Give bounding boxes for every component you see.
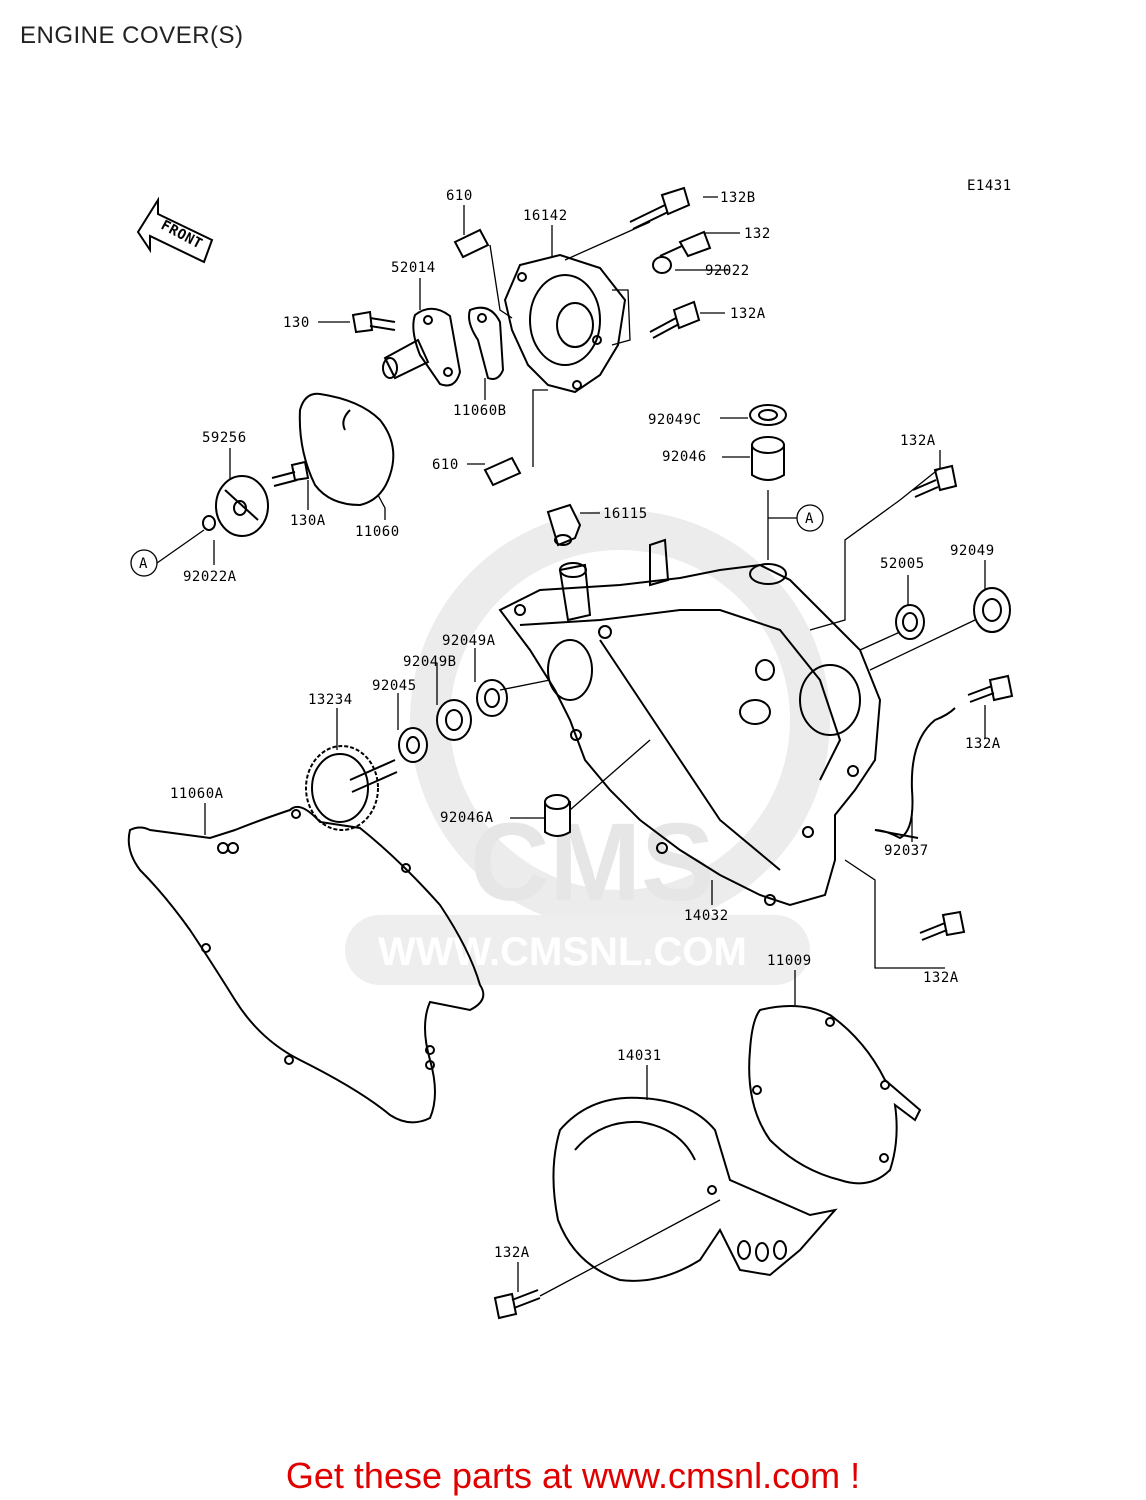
label-92049c: 92049C [648, 412, 702, 428]
collar-92046a [544, 794, 571, 837]
oil-seal-92049 [973, 587, 1011, 633]
label-52005: 52005 [880, 556, 925, 572]
label-92049a: 92049A [442, 633, 496, 649]
label-13234: 13234 [308, 692, 353, 708]
pipe-52014 [382, 307, 462, 387]
bolt-132a-bottom [493, 1289, 541, 1320]
leader-lines [156, 196, 986, 1297]
cap-16115 [546, 503, 582, 547]
label-132a-top: 132A [730, 306, 766, 322]
label-132a-low: 132A [923, 970, 959, 986]
label-16115: 16115 [603, 506, 648, 522]
diagram-code: E1431 [967, 178, 1012, 194]
gasket-11060 [298, 392, 395, 507]
label-11060a: 11060A [170, 786, 224, 802]
svg-text:A: A [139, 556, 148, 572]
watermark-brand: CMS [470, 801, 714, 924]
label-92037: 92037 [884, 843, 929, 859]
oil-seal-92049a [476, 679, 508, 717]
bearing-92049b [436, 699, 472, 741]
bolt-132a-mid [967, 674, 1014, 703]
bearing-52005 [895, 604, 925, 640]
label-11060b: 11060B [453, 403, 507, 419]
label-59256: 59256 [202, 430, 247, 446]
label-610: 610 [446, 188, 473, 204]
oil-seal-92049c [749, 404, 787, 426]
label-92049b: 92049B [403, 654, 457, 670]
collar-92046 [751, 436, 785, 481]
label-132: 132 [744, 226, 771, 242]
bolt-132a-low [919, 910, 966, 941]
callout-a-left: A [130, 549, 158, 577]
bolt-132a-top [649, 300, 701, 339]
watermark: CMS WWW.CMSNL.COM [345, 510, 830, 985]
part-labels: 610 16142 132B 132 92022 52014 130 132A … [170, 188, 1001, 1261]
pump-cover-16142 [503, 253, 627, 394]
label-132a-right: 132A [900, 433, 936, 449]
label-92022: 92022 [705, 263, 750, 279]
gasket-11060a [127, 806, 485, 1124]
label-132a-mid: 132A [965, 736, 1001, 752]
label-16142: 16142 [523, 208, 568, 224]
bolt-132b [629, 186, 691, 230]
footer-link[interactable]: Get these parts at www.cmsnl.com ! [285, 1455, 861, 1496]
label-130a: 130A [290, 513, 326, 529]
cover-14031 [552, 1096, 838, 1282]
washer-92022 [652, 256, 672, 274]
label-92049: 92049 [950, 543, 995, 559]
label-92022a: 92022A [183, 569, 237, 585]
engine-cover-14032 [498, 538, 882, 907]
bolt-130 [351, 310, 396, 334]
svg-text:A: A [805, 511, 814, 527]
bolt-132 [659, 230, 712, 258]
label-11009: 11009 [767, 953, 812, 969]
label-130: 130 [283, 315, 310, 331]
label-14032: 14032 [684, 908, 729, 924]
label-92045: 92045 [372, 678, 417, 694]
bolt-132a-right [912, 464, 958, 498]
label-11060: 11060 [355, 524, 400, 540]
label-52014: 52014 [391, 260, 436, 276]
gasket-11009 [748, 1005, 922, 1185]
label-92046: 92046 [662, 449, 707, 465]
front-arrow-icon: FRONT [136, 196, 214, 264]
gear-13234 [305, 745, 398, 831]
label-610-b: 610 [432, 457, 459, 473]
label-132b: 132B [720, 190, 756, 206]
page-title: ENGINE COVER(S) [20, 22, 244, 49]
label-92046a: 92046A [440, 810, 494, 826]
bearing-92045 [398, 727, 428, 763]
watermark-url: WWW.CMSNL.COM [378, 930, 747, 974]
label-132a-bottom: 132A [494, 1245, 530, 1261]
dowel-pin-610 [453, 228, 522, 487]
clamp-92037 [874, 707, 956, 840]
impeller-59256 [202, 475, 269, 537]
bolt-130a [271, 460, 310, 487]
callout-a-right: A [796, 504, 824, 532]
gasket-11060b [468, 306, 505, 380]
label-14031: 14031 [617, 1048, 662, 1064]
